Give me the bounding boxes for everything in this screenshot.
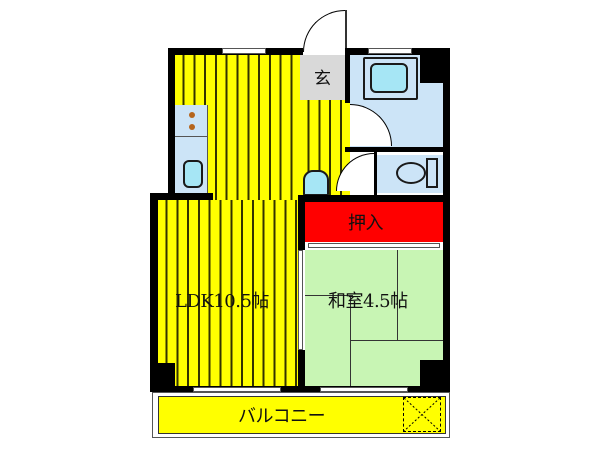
toilet-tank-icon (426, 158, 438, 188)
wall-left-upper (168, 48, 175, 200)
ldk-floor-lower (158, 200, 300, 390)
wall-left-step (150, 193, 213, 200)
tatami-line (397, 250, 398, 340)
evacuation-hatch-icon (403, 397, 441, 432)
balcony-floor (158, 396, 446, 434)
window-top-ldk[interactable] (222, 48, 266, 54)
tatami-line (350, 295, 351, 388)
toilet-bowl-icon (396, 162, 426, 184)
washitsu-label: 和室4.5帖 (328, 291, 408, 312)
ldk-sliding-door[interactable] (298, 250, 303, 350)
entrance-door-icon[interactable] (303, 10, 347, 52)
window-top-bath[interactable] (368, 48, 412, 54)
bathtub-inner (370, 63, 408, 93)
entrance-label: 玄 (314, 69, 331, 89)
tatami-line (350, 340, 443, 341)
wall-left-lower (150, 193, 158, 391)
wall-bath-bottom (345, 147, 445, 152)
sink-icon (183, 160, 203, 188)
stove-burner-icon (189, 124, 195, 130)
wall-bath-left (345, 48, 350, 103)
tatami-line (305, 295, 353, 296)
kitchen-divider (175, 136, 208, 137)
window-bottom-ldk[interactable] (193, 387, 281, 392)
wall-bottom (150, 386, 450, 392)
closet-sliding-door[interactable] (308, 243, 440, 248)
window-bottom-washitsu[interactable] (320, 387, 408, 392)
wall-toilet-left (374, 150, 377, 195)
wall-partition (298, 195, 305, 250)
washbasin-icon (303, 170, 329, 196)
stove-burner-icon (189, 112, 195, 118)
closet-label: 押入 (348, 213, 384, 234)
entrance (300, 55, 345, 100)
bathroom-wall-corner (420, 55, 445, 83)
washitsu-pillar (420, 360, 445, 390)
wall-closet-top (298, 195, 450, 202)
wall-partition-lower (298, 350, 305, 391)
closet (305, 202, 443, 242)
balcony-label: バルコニー (238, 406, 326, 427)
entrance-door-leaf (345, 10, 347, 52)
ldk-label: LDK10.5帖 (175, 291, 269, 312)
wall-right (443, 48, 450, 391)
